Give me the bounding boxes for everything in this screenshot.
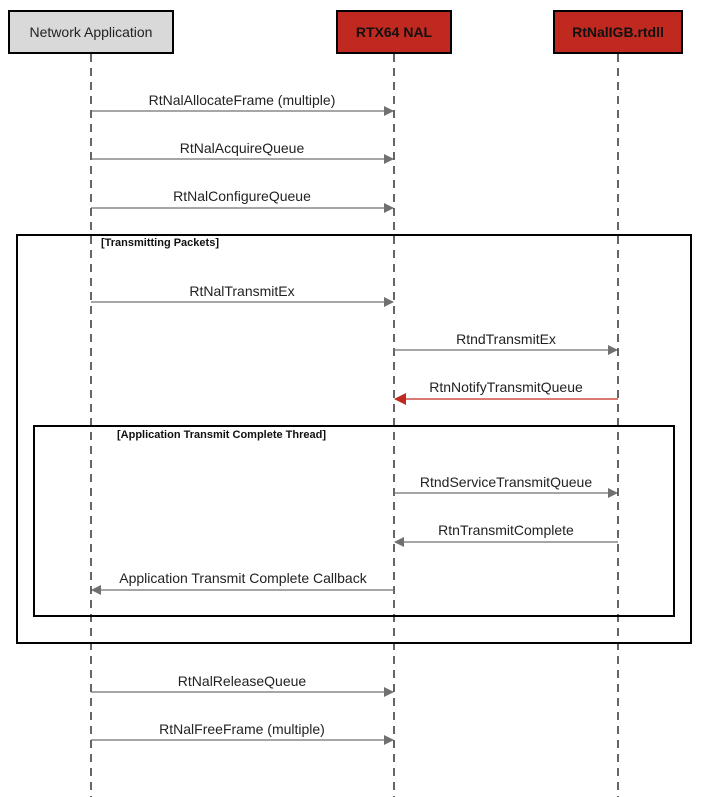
participant-network-application: Network Application: [8, 10, 174, 54]
message-label-rtnalfreeframe: RtNalFreeFrame (multiple): [159, 721, 325, 737]
message-label-rtnalreleasequeue: RtNalReleaseQueue: [177, 673, 307, 689]
frame-label-transmit-complete-thread: [Application Transmit Complete Thread]: [117, 429, 327, 441]
frame-label-transmitting-packets: [Transmitting Packets]: [101, 237, 219, 249]
message-label-rtnaltransmitex: RtNalTransmitEx: [189, 283, 295, 299]
message-label-rtnalacquirequeue: RtNalAcquireQueue: [179, 140, 305, 156]
message-label-application-transmit-complete-callback: Application Transmit Complete Callback: [119, 570, 367, 586]
frame-transmit-complete-thread: [33, 425, 675, 617]
participant-rtnaligb-rtdll: RtNalIGB.rtdll: [553, 10, 683, 54]
message-label-rtndtransmitex: RtndTransmitEx: [456, 331, 556, 347]
message-label-rtnalallocateframe: RtNalAllocateFrame (multiple): [148, 92, 336, 108]
participant-rtx64-nal: RTX64 NAL: [336, 10, 452, 54]
frame-transmitting-packets: [16, 234, 692, 644]
message-label-rtntransmitcomplete: RtnTransmitComplete: [438, 522, 574, 538]
message-label-rtndservicetransmitqueue: RtndServiceTransmitQueue: [419, 474, 593, 490]
message-label-rtnalconfigurequeue: RtNalConfigureQueue: [173, 188, 311, 204]
message-label-rtnnotifytransmitqueue: RtnNotifyTransmitQueue: [429, 379, 583, 395]
